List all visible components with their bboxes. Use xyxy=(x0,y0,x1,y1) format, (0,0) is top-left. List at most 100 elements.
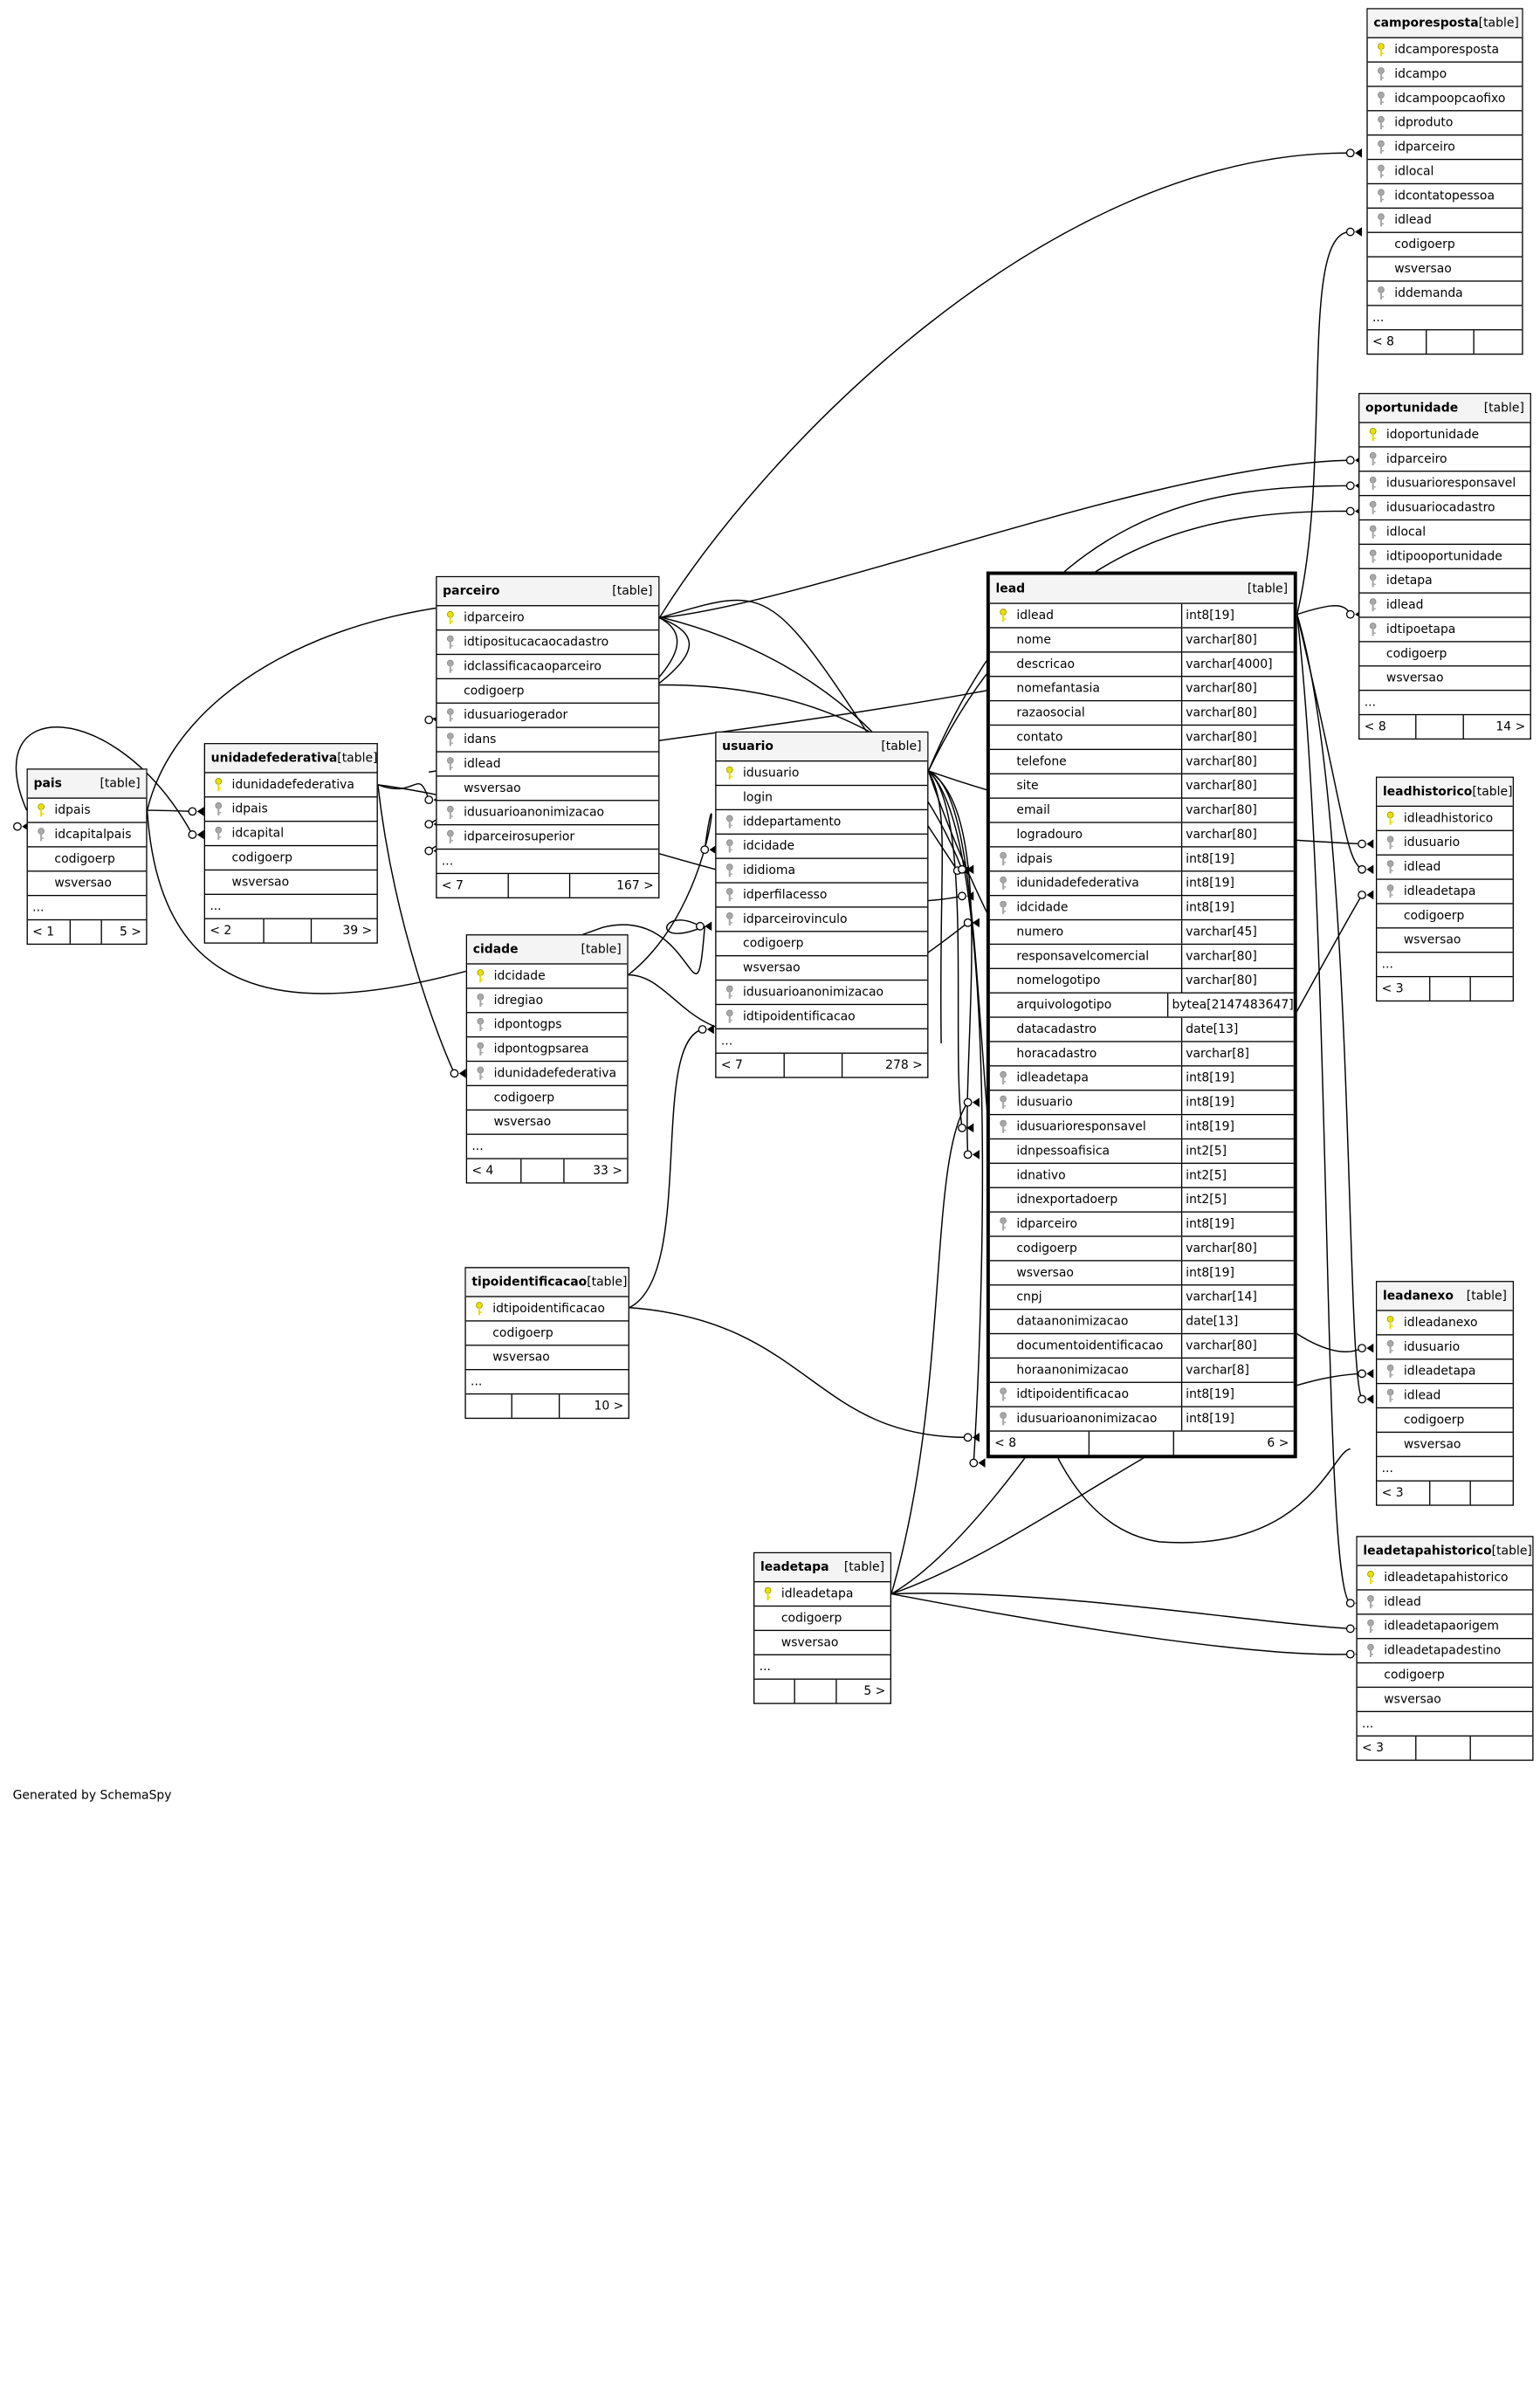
table-row[interactable]: email varchar[80] xyxy=(989,798,1294,823)
table-row[interactable]: idleadanexo xyxy=(1377,1311,1513,1336)
table-row[interactable]: idlead xyxy=(1359,594,1530,618)
table-cidade[interactable]: cidade [table] idcidade idregiao idponto… xyxy=(465,934,629,1184)
table-header[interactable]: leadetapa [table] xyxy=(754,1553,890,1583)
children-count[interactable]: 10 > xyxy=(594,1399,624,1414)
table-row[interactable]: horacadastro varchar[8] xyxy=(989,1042,1294,1067)
table-row[interactable]: idpais xyxy=(205,797,377,822)
children-count[interactable] xyxy=(1470,1482,1512,1505)
table-row[interactable]: codigoerp xyxy=(1359,643,1530,667)
table-row[interactable]: idpontogpsarea xyxy=(467,1037,628,1063)
table-row[interactable]: idparceiro int8[19] xyxy=(989,1212,1294,1237)
table-row[interactable]: idlead xyxy=(1377,1384,1513,1409)
table-row[interactable]: idlocal xyxy=(1367,160,1523,185)
table-row[interactable]: idusuario xyxy=(1377,1336,1513,1360)
table-row[interactable]: idproduto xyxy=(1367,111,1523,136)
table-row[interactable]: idleadetapadestino xyxy=(1357,1639,1533,1664)
table-row[interactable]: razaosocial varchar[80] xyxy=(989,701,1294,726)
table-parceiro[interactable]: parceiro [table] idparceiro idtiposituca… xyxy=(436,575,660,898)
table-row[interactable]: codigoerp varchar[80] xyxy=(989,1236,1294,1262)
table-row[interactable]: codigoerp xyxy=(205,846,377,871)
parents-count[interactable]: < 8 xyxy=(990,1431,1090,1455)
table-row[interactable]: site varchar[80] xyxy=(989,774,1294,799)
table-header[interactable]: unidadefederativa [table] xyxy=(205,744,377,774)
table-row[interactable]: idperfilacesso xyxy=(716,884,928,908)
table-row[interactable]: idcapital xyxy=(205,822,377,847)
table-row[interactable]: idtipoetapa xyxy=(1359,618,1530,643)
table-row[interactable]: idusuario int8[19] xyxy=(989,1090,1294,1116)
table-row[interactable]: codigoerp xyxy=(467,1086,628,1111)
table-row[interactable]: idcampoopcaofixo xyxy=(1367,87,1523,112)
table-row[interactable]: idparceirovinculo xyxy=(716,908,928,932)
table-row[interactable]: idcidade int8[19] xyxy=(989,896,1294,921)
table-row[interactable]: idpais int8[19] xyxy=(989,847,1294,872)
table-row[interactable]: iddemanda xyxy=(1367,282,1523,306)
rows-count[interactable] xyxy=(522,1159,565,1183)
table-row[interactable]: idnpessoafisica int2[5] xyxy=(989,1139,1294,1165)
table-row[interactable]: codigoerp xyxy=(1377,1408,1513,1434)
table-row[interactable]: idtipooportunidade xyxy=(1359,545,1530,569)
table-row[interactable]: ididioma xyxy=(716,859,928,884)
table-row[interactable]: idcamporesposta xyxy=(1367,38,1523,63)
table-row[interactable]: codigoerp xyxy=(437,679,659,704)
table-row[interactable]: idusuarioresponsavel xyxy=(1359,471,1530,497)
table-row[interactable]: wsversao xyxy=(437,777,659,801)
parents-count[interactable]: < 7 xyxy=(437,874,510,898)
table-row[interactable]: wsversao xyxy=(465,1345,629,1371)
table-row[interactable]: idlead int8[19] xyxy=(989,603,1294,629)
parents-count[interactable]: < 8 xyxy=(1368,330,1427,354)
table-leadhistorico[interactable]: leadhistorico [table] idleadhistorico id… xyxy=(1375,776,1514,1002)
children-count[interactable] xyxy=(1474,330,1522,354)
table-row[interactable]: nome varchar[80] xyxy=(989,628,1294,653)
parents-count[interactable]: < 1 xyxy=(28,920,72,944)
table-row[interactable]: codigoerp xyxy=(716,932,928,957)
table-header[interactable]: cidade [table] xyxy=(467,935,628,965)
table-row[interactable]: idleadetapa xyxy=(754,1582,890,1607)
table-row[interactable]: nomelogotipo varchar[80] xyxy=(989,968,1294,994)
children-count[interactable]: 6 > xyxy=(1267,1436,1289,1450)
table-row[interactable]: wsversao xyxy=(27,871,147,897)
table-row[interactable]: idusuariogerador xyxy=(437,704,659,728)
table-row[interactable]: codigoerp xyxy=(1367,233,1523,258)
table-row[interactable]: iddepartamento xyxy=(716,810,928,835)
table-row[interactable]: idlead xyxy=(437,753,659,777)
table-row[interactable]: idlocal xyxy=(1359,520,1530,546)
table-row[interactable]: idunidadefederativa int8[19] xyxy=(989,871,1294,897)
table-row[interactable]: wsversao int8[19] xyxy=(989,1261,1294,1286)
table-row[interactable]: idparceirosuperior xyxy=(437,825,659,850)
table-row[interactable]: idparceiro xyxy=(1359,447,1530,472)
table-row[interactable]: wsversao xyxy=(1367,258,1523,282)
table-header[interactable]: pais [table] xyxy=(27,769,147,799)
table-row[interactable]: idpais xyxy=(27,799,147,823)
table-tipoidentificacao[interactable]: tipoidentificacao [table] idtipoidentifi… xyxy=(464,1267,629,1420)
table-row[interactable]: contato varchar[80] xyxy=(989,726,1294,751)
children-count[interactable]: 33 > xyxy=(593,1164,622,1178)
table-row[interactable]: logradouro varchar[80] xyxy=(989,822,1294,848)
table-row[interactable]: wsversao xyxy=(467,1111,628,1135)
table-row[interactable]: idleadetapa xyxy=(1377,880,1513,905)
rows-count[interactable] xyxy=(1090,1431,1175,1455)
parents-count[interactable]: < 7 xyxy=(717,1053,786,1077)
table-row[interactable]: idleadetapaorigem xyxy=(1357,1614,1533,1640)
table-row[interactable]: idcapitalpais xyxy=(27,823,147,848)
rows-count[interactable] xyxy=(1431,977,1471,1001)
table-row[interactable]: idusuario xyxy=(716,761,928,787)
table-row[interactable]: codigoerp xyxy=(1377,905,1513,929)
rows-count[interactable] xyxy=(785,1053,843,1077)
table-row[interactable]: documentoidentificacao varchar[80] xyxy=(989,1334,1294,1359)
table-row[interactable]: wsversao xyxy=(205,870,377,895)
parents-count[interactable] xyxy=(466,1394,513,1418)
table-row[interactable]: idparceiro xyxy=(437,606,659,631)
table-row[interactable]: idoportunidade xyxy=(1359,423,1530,448)
table-row[interactable]: idpontogps xyxy=(467,1013,628,1038)
children-count[interactable]: 5 > xyxy=(119,925,141,939)
table-row[interactable]: idcontatopessoa xyxy=(1367,184,1523,209)
table-row[interactable]: idetapa xyxy=(1359,569,1530,594)
table-row[interactable]: idusuarioanonimizacao int8[19] xyxy=(989,1407,1294,1432)
children-count[interactable] xyxy=(1470,1737,1532,1760)
table-row[interactable]: wsversao xyxy=(1359,666,1530,691)
table-row[interactable]: idleadhistorico xyxy=(1377,807,1513,831)
table-row[interactable]: idtipoidentificacao int8[19] xyxy=(989,1382,1294,1407)
table-row[interactable]: telefone varchar[80] xyxy=(989,750,1294,774)
table-row[interactable]: idparceiro xyxy=(1367,135,1523,161)
table-header[interactable]: parceiro [table] xyxy=(437,577,659,607)
